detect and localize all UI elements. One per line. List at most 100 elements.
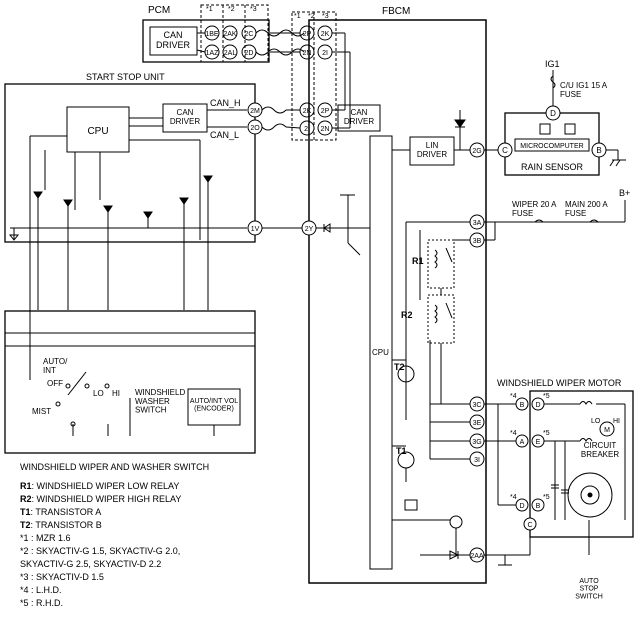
legend-key: R2 — [20, 494, 32, 504]
legend-key: T1 — [20, 507, 31, 517]
pcm-header-3: *3 — [250, 6, 257, 13]
legend-item: *2 : SKYACTIV-G 1.5, SKYACTIV-G 2.0, SKY… — [20, 545, 181, 571]
motor-pin-b-bot: B — [536, 503, 541, 510]
rain-pin-b: B — [596, 146, 601, 155]
pcm-pin-1az: 1AZ — [206, 50, 220, 57]
pin-2m: 2M — [250, 108, 260, 115]
switch-caption: WINDSHIELD WIPER AND WASHER SWITCH — [20, 462, 209, 472]
legend-key: *1 — [20, 533, 29, 543]
fbcm-internal-wiring — [392, 221, 470, 560]
note-5b: *5 — [543, 430, 550, 437]
motor-pin-c: C — [527, 522, 532, 529]
legend-key: R1 — [20, 481, 32, 491]
transistor-t2: T2 — [394, 360, 415, 398]
pcm-pin-2al: 2AL — [224, 50, 237, 57]
can-l-label: CAN_L — [210, 130, 239, 140]
fbcm-2y-transistor — [316, 194, 370, 256]
note-4b: *4 — [510, 430, 517, 437]
legend-text: : MZR 1.6 — [28, 533, 71, 543]
t1-label: T1 — [396, 446, 407, 456]
fbcm-pin-2n-mid: 2N — [321, 126, 330, 133]
motor-pin-d-top: D — [535, 402, 540, 409]
b-plus-label: B+ — [619, 188, 630, 198]
legend-text: : L.H.D. — [28, 585, 62, 595]
r1-label: R1 — [412, 256, 424, 266]
note-5a: *5 — [543, 393, 550, 400]
pin-3g: 3G — [472, 439, 481, 446]
wiper-motor-title: WINDSHIELD WIPER MOTOR — [497, 378, 622, 388]
fbcm-pin-2n-top: 2N — [303, 50, 312, 57]
fbcm-pin-2i-top: 2I — [322, 50, 328, 57]
fbcm-pin-2p-top: 2P — [303, 31, 312, 38]
note-4a: *4 — [510, 393, 517, 400]
legend-text: : SKYACTIV-D 1.5 — [28, 572, 104, 582]
fbcm-pin-2p-mid: 2P — [321, 108, 330, 115]
motor-pin-a: A — [520, 439, 525, 446]
motor-hi-label: HI — [613, 418, 620, 425]
pin-2aa: 2AA — [470, 553, 484, 560]
fbcm-header-2: *2 — [308, 13, 315, 20]
rain-sensor: MICROCOMPUTER RAIN SENSOR C D B IG1 C/U … — [484, 59, 626, 176]
pin-3i: 3I — [474, 457, 480, 464]
pin-3c: 3C — [473, 402, 482, 409]
pcm-pin-2d: 2D — [245, 50, 254, 57]
ssu-cpu-label: CPU — [87, 126, 108, 137]
note-4c: *4 — [510, 494, 517, 501]
pin-2o: 2O — [250, 125, 260, 132]
legend-key: *2 — [20, 546, 29, 556]
r2-label: R2 — [401, 310, 413, 320]
vol-encoder-label: AUTO/INT VOL(ENCODER) — [190, 398, 238, 413]
relay-r1: R1 — [412, 239, 455, 289]
pin-3a: 3A — [473, 220, 482, 227]
note-5c: *5 — [543, 494, 550, 501]
switch-lo: LO — [93, 389, 104, 398]
switch-off: OFF — [47, 379, 63, 388]
legend-text: : WINDSHIELD WIPER LOW RELAY — [31, 481, 180, 491]
rain-pin-c: C — [502, 146, 508, 155]
rain-pin-d: D — [550, 109, 556, 118]
switch-mist: MIST — [32, 407, 51, 416]
microcomputer-label: MICROCOMPUTER — [520, 143, 583, 150]
fbcm-cpu-label: CPU — [372, 348, 389, 357]
transistor-t1: T1 — [396, 446, 415, 482]
fbcm-pin-2i-mid: 2I — [304, 126, 310, 133]
motor-pin-e: E — [536, 439, 541, 446]
legend-item: T2: TRANSISTOR B — [20, 519, 181, 532]
can-h-label: CAN_H — [210, 98, 241, 108]
fbcm-module: FBCM *1 *2 *3 2P 2K 2N 2I 2K 2P 2I 2N CA… — [291, 6, 487, 584]
legend-text: : R.H.D. — [28, 598, 64, 608]
pcm-pin-2ak: 2AK — [223, 31, 237, 38]
legend-text: : TRANSISTOR A — [30, 507, 102, 517]
fbcm-title: FBCM — [382, 6, 410, 17]
pcm-pin-2c: 2C — [245, 31, 254, 38]
pcm-title: PCM — [148, 5, 170, 16]
motor-pin-b-top: B — [520, 402, 525, 409]
fbcm-pin-2k-top: 2K — [321, 31, 330, 38]
pin-1v: 1V — [251, 226, 260, 233]
legend-item: T1: TRANSISTOR A — [20, 506, 181, 519]
fbcm-header-3: *3 — [322, 13, 329, 20]
pin-3e: 3E — [473, 420, 482, 427]
legend-key: *3 — [20, 572, 29, 582]
legend-item: *1 : MZR 1.6 — [20, 532, 181, 545]
relay-r2: R2 — [401, 294, 455, 344]
wiper-motor: WINDSHIELD WIPER MOTOR B D A E D B C *4 … — [484, 378, 634, 600]
ssu-title: START STOP UNIT — [86, 72, 165, 82]
legend-item: R1: WINDSHIELD WIPER LOW RELAY — [20, 480, 181, 493]
motor-pin-d-bot: D — [519, 503, 524, 510]
pin-2g: 2G — [472, 148, 481, 155]
legend-item: *3 : SKYACTIV-D 1.5 — [20, 571, 181, 584]
legend-item: R2: WINDSHIELD WIPER HIGH RELAY — [20, 493, 181, 506]
